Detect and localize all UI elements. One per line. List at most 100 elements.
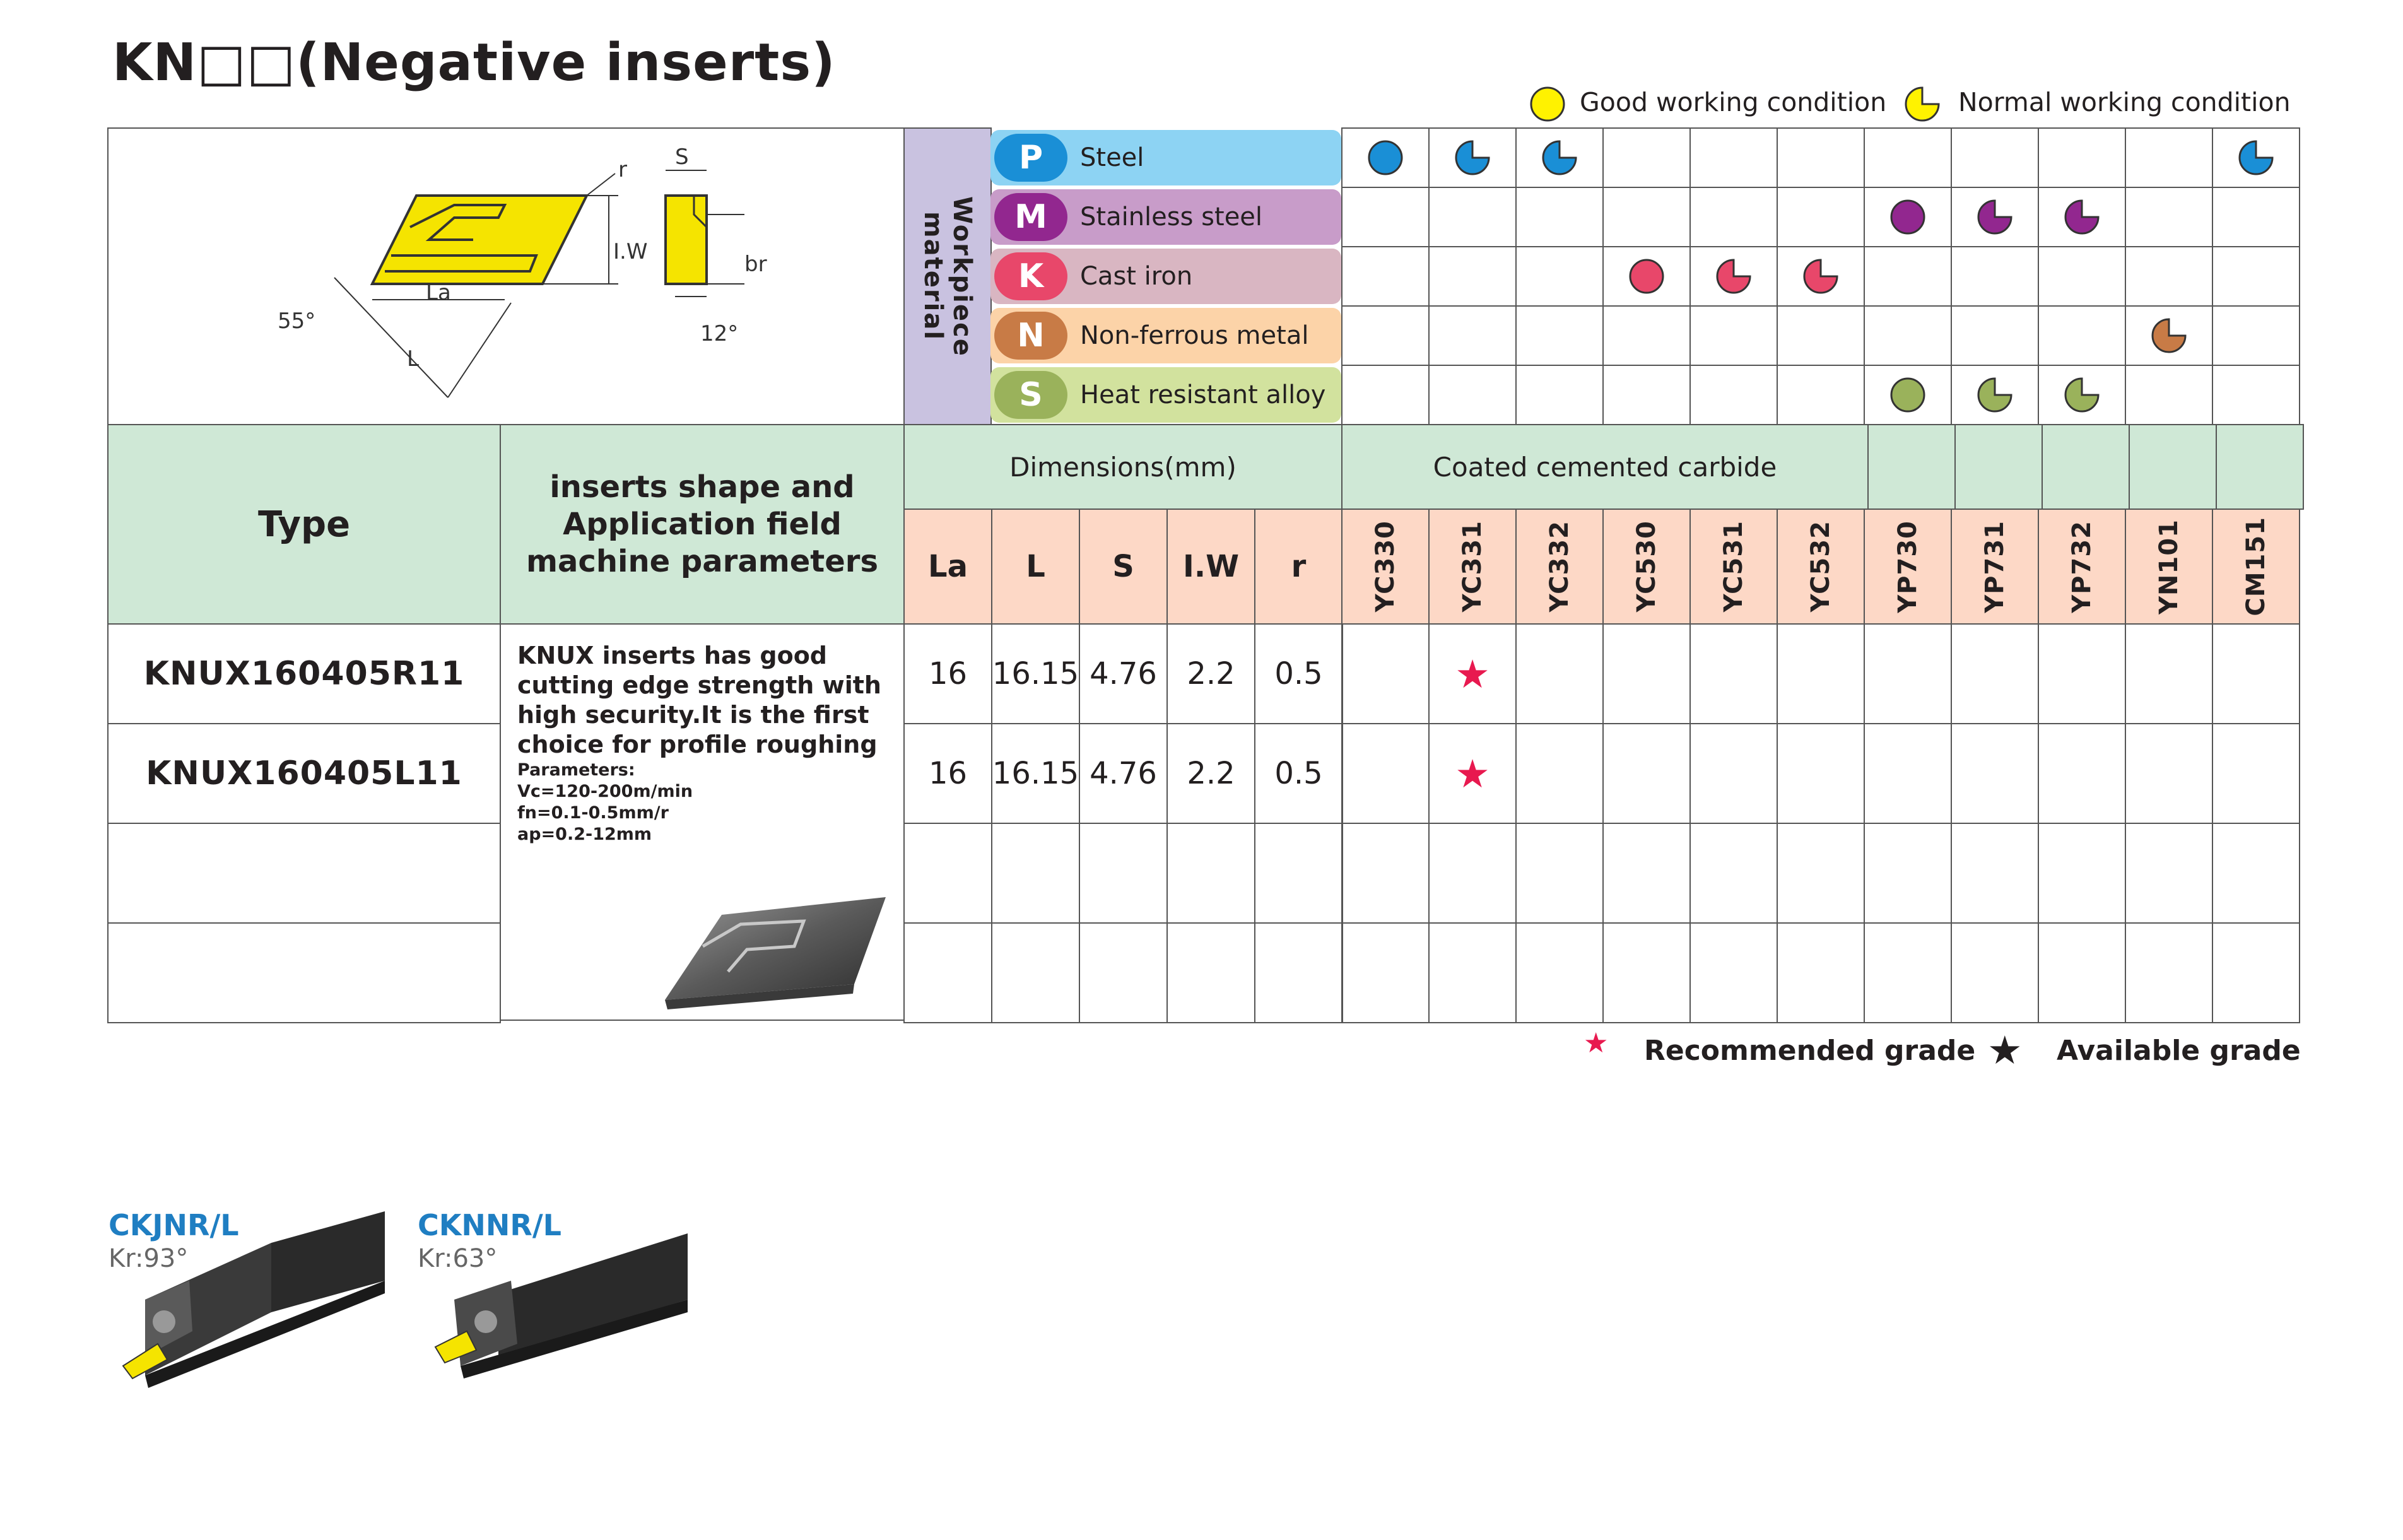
grade-value-cell: [1864, 623, 1952, 724]
drawing-l-label: L: [407, 346, 419, 372]
suitability-cell: [2038, 187, 2126, 247]
material-code-badge: M: [994, 193, 1067, 241]
suitability-cell: [1341, 187, 1430, 247]
grade-header-label: YP730: [1893, 520, 1922, 613]
holder-ckjnr-image: [122, 1211, 385, 1388]
header-spacer: [1867, 424, 1956, 510]
suitability-cell: [1777, 365, 1865, 425]
suitability-cell: [1689, 305, 1778, 366]
grade-value-cell: [1689, 723, 1778, 824]
recommended-star-icon: ★: [1583, 1027, 1609, 1059]
grade-value-cell: [1951, 823, 2039, 924]
grade-value-cell: [2212, 623, 2300, 724]
parameter-vc: Vc=120-200m/min: [517, 782, 693, 801]
grade-value-cell: [1515, 723, 1604, 824]
suitability-cell: [2212, 305, 2300, 366]
suitability-cell: [2212, 365, 2300, 425]
dimension-value-cell: 16: [903, 623, 992, 724]
dimension-value-cell: [903, 823, 992, 924]
suitability-cell: [1864, 246, 1952, 307]
material-code-badge: P: [994, 134, 1067, 182]
grade-value-cell: ★: [1428, 723, 1517, 824]
grade-value-cell: [1864, 723, 1952, 824]
grade-value-cell: [2125, 723, 2213, 824]
grade-value-cell: [1341, 723, 1430, 824]
type-cell: KNUX160405R11: [107, 623, 501, 724]
grade-value-cell: [1602, 623, 1691, 724]
suitability-cell: [2125, 246, 2213, 307]
suitability-cell: [1777, 187, 1865, 247]
grade-value-cell: [1515, 623, 1604, 724]
header-spacer: [2216, 424, 2304, 510]
description-text: KNUX inserts has good cutting edge stren…: [517, 642, 881, 758]
grade-header-label: YP731: [1980, 520, 2009, 613]
insert-type-code: KNUX160405R11: [143, 655, 465, 693]
suitability-cell: [2038, 365, 2126, 425]
suitability-cell: [2125, 305, 2213, 366]
coated-carbide-header: Coated cemented carbide: [1341, 424, 1869, 510]
grade-value-cell: [1951, 922, 2039, 1023]
parameter-ap: ap=0.2-12mm: [517, 825, 652, 844]
dimension-value: 0.5: [1274, 756, 1323, 791]
suitability-cell: [2212, 187, 2300, 247]
grade-value-cell: [1341, 623, 1430, 724]
good-condition-icon: [1530, 86, 1565, 122]
parameters-block: Parameters: Vc=120-200m/min fn=0.1-0.5mm…: [517, 760, 693, 845]
grade-value-cell: [1602, 723, 1691, 824]
drawing-la-label: La: [426, 280, 451, 305]
suitability-cell: [2212, 246, 2300, 307]
grade-value-cell: [2125, 823, 2213, 924]
suitability-cell: [2125, 187, 2213, 247]
dimension-header-s: S: [1079, 508, 1168, 625]
dimension-value-cell: 16.15: [991, 723, 1080, 824]
grade-value-cell: ★: [1428, 623, 1517, 724]
parameter-fn: fn=0.1-0.5mm/r: [517, 803, 669, 823]
suitability-cell: [2212, 127, 2300, 188]
dimension-value: 0.5: [1274, 656, 1323, 691]
suitability-cell: [1602, 305, 1691, 366]
dimension-header-label: L: [1026, 549, 1045, 584]
grade-header-label: CM151: [2241, 517, 2271, 616]
normal-condition-icon: [1803, 259, 1838, 294]
available-grade-label: Available grade: [2057, 1035, 2301, 1067]
grade-header-yp731: YP731: [1951, 508, 2039, 625]
dimension-value-cell: [1079, 922, 1168, 1023]
grade-value-cell: [2038, 823, 2126, 924]
grade-header-label: YC332: [1545, 520, 1574, 613]
suitability-cell: [1777, 246, 1865, 307]
suitability-cell: [1864, 127, 1952, 188]
good-condition-icon: [1890, 377, 1925, 413]
dimension-value-cell: [1254, 922, 1343, 1023]
suitability-cell: [2038, 127, 2126, 188]
dimension-value: 2.2: [1187, 756, 1235, 791]
dimension-value-cell: [991, 922, 1080, 1023]
normal-condition-icon: [2151, 318, 2187, 353]
dimension-value-cell: [1166, 823, 1255, 924]
grade-header-cm151: CM151: [2212, 508, 2300, 625]
legend-good-label: Good working condition: [1580, 87, 1887, 117]
suitability-cell: [1602, 127, 1691, 188]
normal-condition-icon: [2238, 140, 2274, 175]
recommended-star-icon: ★: [1455, 750, 1490, 797]
suitability-cell: [2125, 365, 2213, 425]
grade-value-cell: [2212, 723, 2300, 824]
suitability-cell: [1777, 305, 1865, 366]
grade-value-cell: [1515, 823, 1604, 924]
type-header: Type: [107, 424, 501, 625]
dimension-header-label: r: [1291, 549, 1307, 584]
suitability-cell: [1864, 365, 1952, 425]
suitability-cell: [2125, 127, 2213, 188]
suitability-cell: [1428, 365, 1517, 425]
dimension-value: 16.15: [992, 756, 1079, 791]
recommended-grade-label: Recommended grade: [1644, 1035, 1976, 1067]
dimension-value: 16: [928, 756, 968, 791]
grade-header-label: YN101: [2154, 519, 2183, 614]
suitability-cell: [1689, 246, 1778, 307]
grade-header-label: YC532: [1806, 520, 1835, 613]
grade-header-yc332: YC332: [1515, 508, 1604, 625]
good-condition-icon: [1890, 199, 1925, 235]
grade-header-yc331: YC331: [1428, 508, 1517, 625]
good-condition-icon: [1368, 140, 1403, 175]
